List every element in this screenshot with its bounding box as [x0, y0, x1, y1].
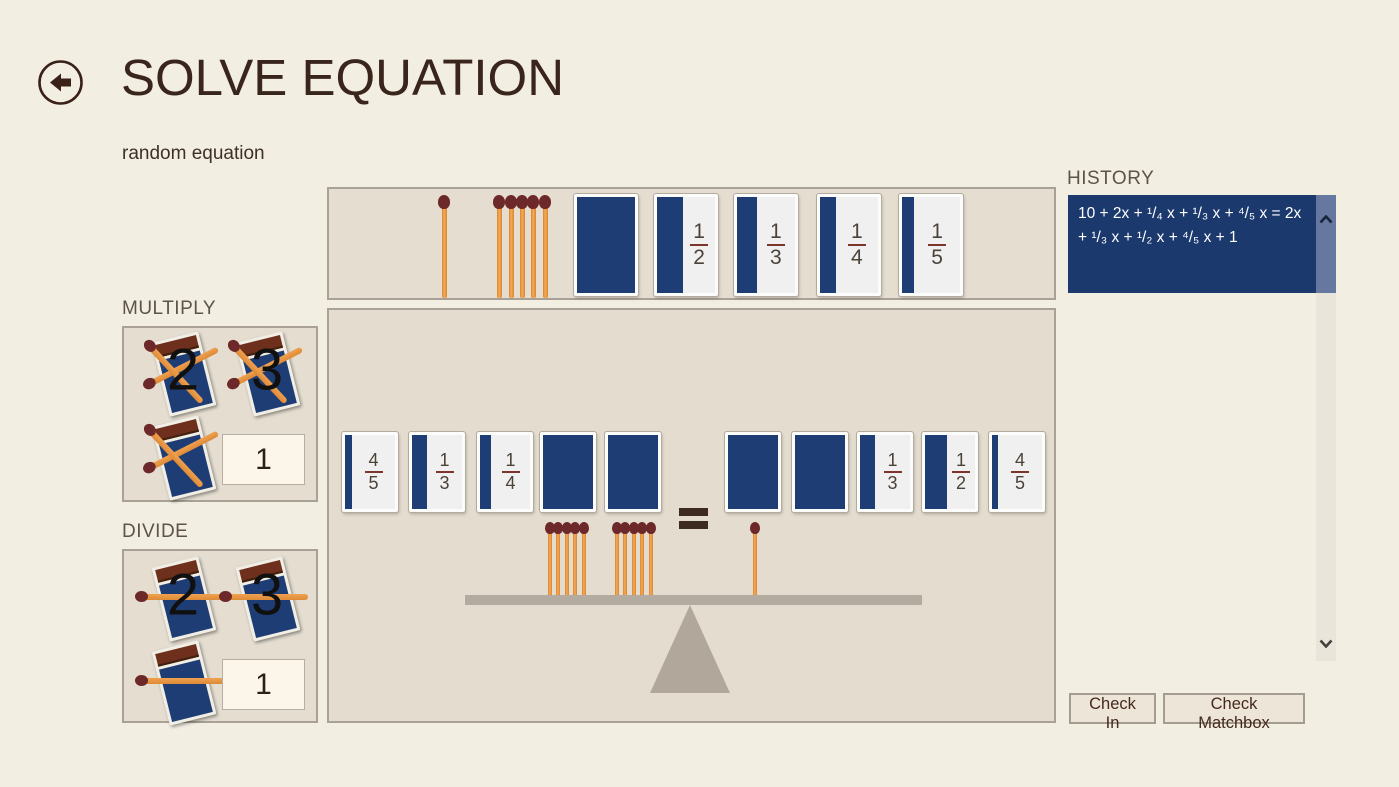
card-fill — [925, 435, 947, 509]
matchbox-number: 3 — [250, 562, 284, 628]
match[interactable] — [637, 522, 647, 604]
board-right-card-full[interactable] — [792, 432, 848, 512]
card-fill — [902, 197, 915, 293]
scrollbar-thumb[interactable] — [1316, 195, 1336, 293]
page-title: SOLVE EQUATION — [121, 49, 565, 106]
chevron-up-icon[interactable] — [1319, 211, 1333, 293]
match[interactable] — [570, 522, 580, 604]
history-item-selected[interactable]: 10 + 2x + ¹/₄ x + ¹/₃ x + ⁴/₅ x = 2x + ¹… — [1068, 195, 1316, 293]
match[interactable] — [438, 195, 450, 298]
tray-card-full[interactable] — [574, 194, 638, 296]
match[interactable] — [545, 522, 555, 604]
match[interactable] — [493, 195, 505, 298]
multiply-by-3-matchbox[interactable]: 3 — [228, 331, 306, 417]
balance-fulcrum — [650, 605, 730, 693]
card-fill — [820, 197, 836, 293]
divide-value-input[interactable] — [222, 659, 305, 710]
balance-beam — [465, 595, 922, 605]
card-fill — [412, 435, 427, 509]
board-right-card-full[interactable] — [725, 432, 781, 512]
divide-by-custom-matchbox[interactable] — [135, 640, 224, 726]
history-label: HISTORY — [1067, 168, 1155, 189]
match[interactable] — [516, 195, 528, 298]
multiply-panel: 2 3 — [122, 326, 318, 502]
check-in-button[interactable]: Check In — [1069, 693, 1156, 732]
divide-by-2-matchbox[interactable]: 2 — [135, 556, 224, 642]
history-scrollbar[interactable] — [1316, 195, 1336, 661]
card-fill — [737, 197, 757, 293]
equals-sign — [679, 508, 708, 534]
match[interactable] — [629, 522, 639, 604]
match-icon — [219, 591, 308, 602]
multiply-value-input[interactable] — [222, 434, 305, 485]
divide-panel: 2 3 — [122, 549, 318, 726]
match[interactable] — [612, 522, 622, 604]
chevron-down-icon[interactable] — [1319, 635, 1333, 653]
multiply-by-2-matchbox[interactable]: 2 — [144, 331, 222, 417]
matchbox-number: 2 — [166, 562, 200, 628]
page-subtitle: random equation — [122, 143, 265, 164]
match-icon — [135, 675, 224, 686]
match[interactable] — [562, 522, 572, 604]
card-fill — [992, 435, 998, 509]
match-icon — [135, 591, 224, 602]
card-fill — [657, 197, 684, 293]
check-matchbox-button[interactable]: Check Matchbox — [1163, 693, 1305, 732]
match[interactable] — [553, 522, 563, 604]
card-fill — [480, 435, 491, 509]
multiply-by-custom-matchbox[interactable] — [144, 415, 222, 501]
card-fill — [860, 435, 875, 509]
matchbox-number: 2 — [166, 337, 200, 403]
multiply-label: MULTIPLY — [122, 298, 217, 319]
back-button[interactable] — [37, 59, 84, 106]
card-fill — [345, 435, 352, 509]
match[interactable] — [620, 522, 630, 604]
match[interactable] — [527, 195, 539, 298]
match[interactable] — [505, 195, 517, 298]
match[interactable] — [646, 522, 656, 604]
match[interactable] — [750, 522, 760, 604]
board-left-card-full[interactable] — [605, 432, 661, 512]
history-list: 10 + 2x + ¹/₄ x + ¹/₃ x + ⁴/₅ x = 2x + ¹… — [1068, 195, 1336, 661]
match[interactable] — [579, 522, 589, 604]
matchbox-number: 3 — [250, 337, 284, 403]
back-arrow-icon — [37, 60, 84, 109]
divide-by-3-matchbox[interactable]: 3 — [219, 556, 308, 642]
board-left-card-full[interactable] — [540, 432, 596, 512]
match[interactable] — [539, 195, 551, 298]
divide-label: DIVIDE — [122, 521, 189, 542]
